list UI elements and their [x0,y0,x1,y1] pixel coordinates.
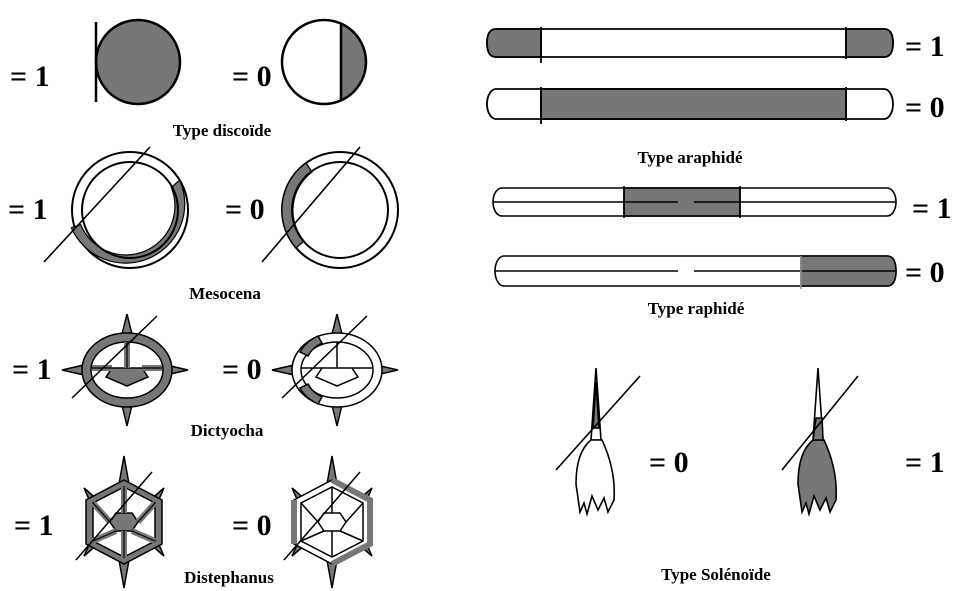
raphide-group: = 1 = 0 Type raphidé [493,186,952,318]
mesocena-value-0: = 0 [225,193,265,226]
distephanus-value-0: = 0 [232,509,272,542]
raphide-shape-0 [495,256,896,289]
distephanus-shape-1 [76,456,164,588]
dictyocha-caption: Dictyocha [191,421,264,440]
discoide-group: = 1 = 0 Type discoïde [10,10,381,140]
discoide-shape-1 [96,10,186,120]
solenoide-caption: Type Solénoïde [661,565,771,584]
araphide-value-0: = 0 [905,91,945,124]
discoide-value-0: = 0 [232,60,272,93]
mesocena-shape-1 [44,147,188,268]
discoide-value-1: = 1 [10,60,50,93]
solenoide-value-0: = 0 [649,446,689,479]
dictyocha-shape-0 [272,314,398,426]
discoide-caption: Type discoïde [173,121,272,140]
solenoide-group: = 0 = 1 Type Solénoïde [556,368,945,584]
dictyocha-group: = 1 = 0 Dictyocha [12,314,398,440]
araphide-caption: Type araphidé [637,148,742,167]
solenoide-shape-1 [782,368,858,514]
araphide-group: = 1 = 0 Type araphidé [487,27,945,167]
discoide-shape-0 [282,10,381,120]
raphide-caption: Type raphidé [648,299,745,318]
mesocena-value-1: = 1 [8,193,48,226]
mesocena-shape-0 [262,147,398,268]
distephanus-caption: Distephanus [184,568,274,587]
dictyocha-shape-1 [62,314,188,426]
dictyocha-value-0: = 0 [222,353,262,386]
distephanus-value-1: = 1 [14,509,54,542]
solenoide-shape-0 [556,368,640,514]
raphide-shape-1 [493,186,896,218]
mesocena-group: = 1 = 0 Mesocena [8,147,398,303]
araphide-shape-1 [487,27,893,63]
distephanus-group: = 1 = 0 [14,456,372,588]
mesocena-caption: Mesocena [189,284,261,303]
araphide-value-1: = 1 [905,30,945,63]
raphide-value-1: = 1 [912,192,952,225]
solenoide-value-1: = 1 [905,446,945,479]
dictyocha-value-1: = 1 [12,353,52,386]
raphide-value-0: = 0 [905,256,945,289]
araphide-shape-0 [487,87,893,124]
distephanus-shape-0 [284,456,372,588]
